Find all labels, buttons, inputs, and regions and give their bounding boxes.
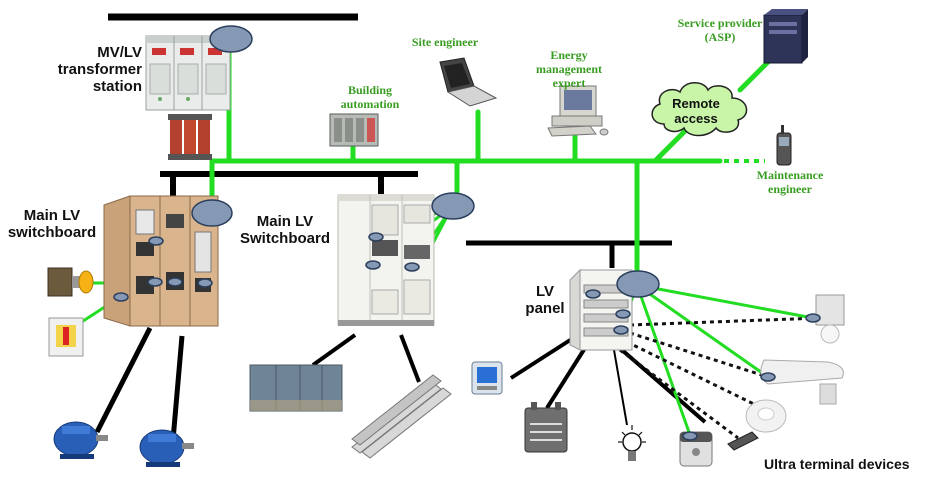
lv-panel-label: LV panel [520, 283, 570, 317]
isolator-switch-icon [48, 317, 84, 357]
laptop-icon [439, 57, 498, 107]
energy-expert-line-3: expert [552, 76, 586, 90]
mobile-phone-icon [776, 125, 792, 166]
main-lv-switchboard-center-label: Main LV Switchboard [234, 213, 336, 247]
service-provider-line-1: Service provider [677, 16, 763, 30]
maintenance-engineer-label: Maintenance engineer [744, 168, 836, 196]
main-lv-left-line-2: switchboard [7, 224, 97, 241]
main-lv-center-line-2: Switchboard [239, 230, 330, 247]
main-lv-center-line-1: Main LV [256, 213, 314, 230]
presence-detector-icon [815, 294, 845, 344]
building-automation-line-2: automation [340, 97, 400, 111]
smoke-detector-icon [745, 399, 787, 433]
mvlv-station-label: MV/LV transformer station [20, 44, 142, 95]
remote-access-line-2: access [674, 111, 718, 126]
lv-panel-line-1: LV [535, 283, 555, 300]
mvlv-station-line-3: station [92, 78, 142, 95]
maintenance-engineer-line-2: engineer [768, 182, 812, 196]
remote-control-icon [727, 431, 759, 451]
lamp-icon [618, 425, 646, 461]
power-lines [94, 13, 707, 441]
energy-expert-line-1: Energy [550, 48, 588, 62]
energy-expert-label: Energy management expert [524, 48, 614, 90]
site-engineer-text: Site engineer [411, 35, 479, 49]
motor-icon-1 [53, 421, 108, 459]
building-automation-label: Building automation [335, 83, 405, 111]
site-engineer-label: Site engineer [400, 35, 490, 49]
remote-access-label: Remote access [660, 96, 732, 126]
desktop-pc-icon [547, 85, 609, 137]
main-lv-switchboard-left-label: Main LV switchboard [0, 207, 104, 241]
mvlv-station-line-1: MV/LV [97, 44, 142, 61]
transformer-icon [168, 114, 212, 160]
metering-device-icon [524, 402, 568, 453]
plc-icon [329, 113, 379, 147]
service-provider-line-2: (ASP) [704, 30, 736, 44]
hvac-unit-icon [249, 364, 343, 412]
remote-access-line-1: Remote [672, 96, 720, 111]
wireless-links [619, 316, 821, 440]
main-lv-left-line-1: Main LV [23, 207, 81, 224]
security-camera-icon [760, 359, 844, 405]
server-icon [763, 9, 808, 64]
main-lv-switchboard-left-icon [103, 195, 219, 327]
busbar-trunking-icon [351, 374, 452, 459]
ultra-terminal-devices-text: Ultra terminal devices [764, 456, 910, 472]
touchscreen-icon [471, 361, 503, 395]
energy-expert-line-2: management [536, 62, 602, 76]
service-provider-label: Service provider (ASP) [670, 16, 770, 44]
building-automation-line-1: Building [347, 83, 393, 97]
ultra-terminal-devices-label: Ultra terminal devices [764, 456, 936, 473]
motor-icon-2 [139, 429, 194, 467]
remote-access-cloud [651, 82, 748, 137]
lv-panel-line-2: panel [525, 300, 565, 317]
maintenance-engineer-line-1: Maintenance [756, 168, 824, 182]
main-lv-switchboard-center-icon [337, 194, 435, 326]
network-nodes [113, 25, 821, 441]
mvlv-station-line-2: transformer [57, 61, 142, 78]
pushbutton-icon [47, 267, 94, 297]
